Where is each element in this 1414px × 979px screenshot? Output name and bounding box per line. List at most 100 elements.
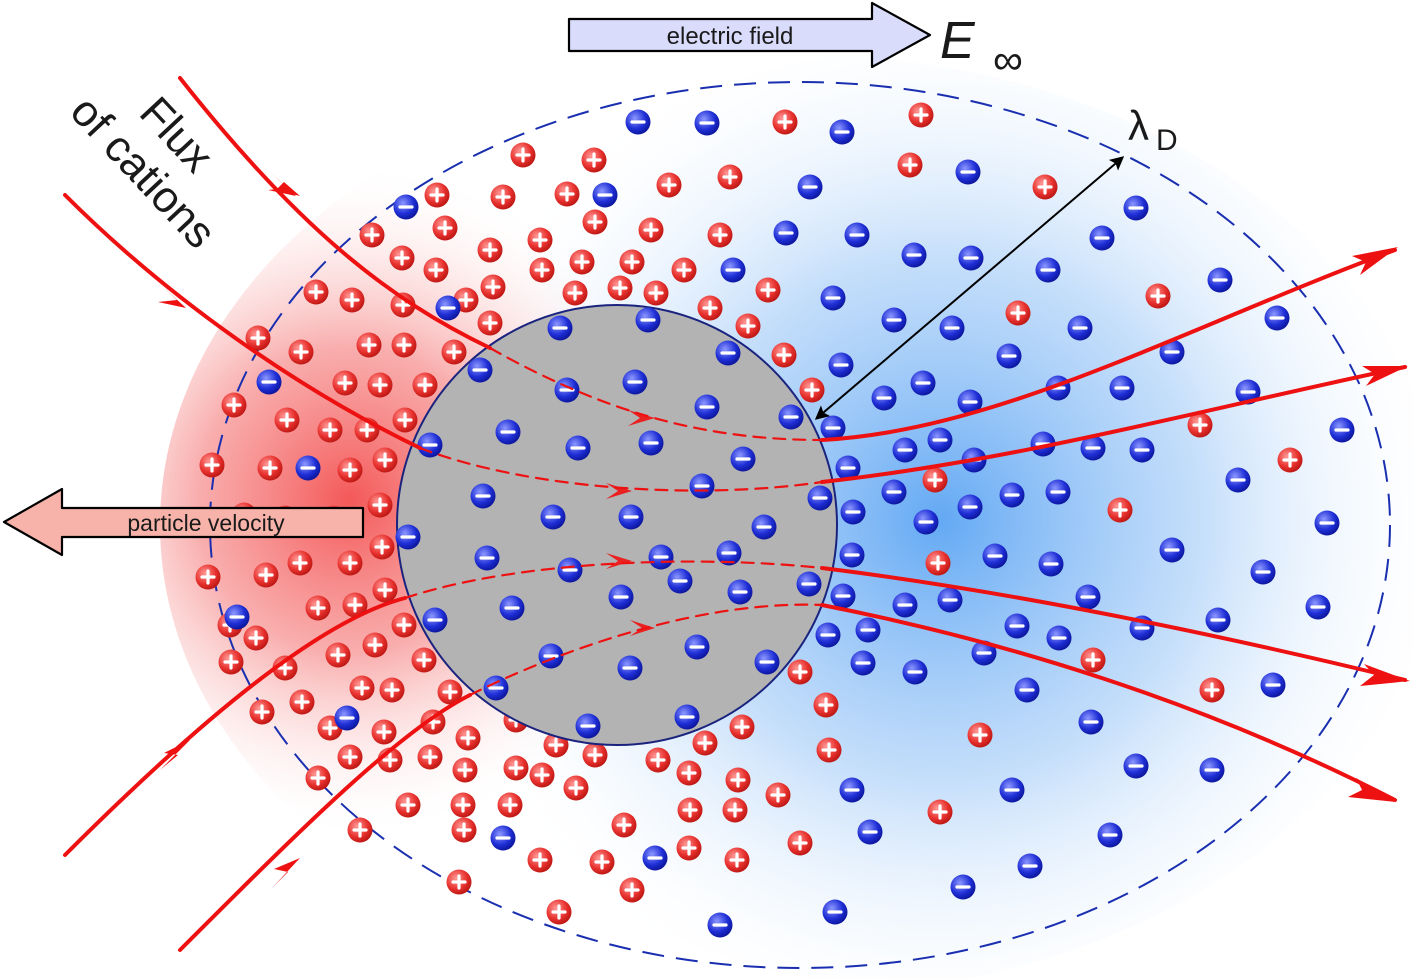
cation (569, 249, 595, 275)
cation (724, 847, 750, 873)
ion-cloud-ions (195, 102, 1355, 938)
anion (754, 649, 780, 675)
cation (477, 237, 503, 263)
cation (249, 699, 275, 725)
anion (844, 222, 870, 248)
anion (839, 542, 865, 568)
anion (999, 777, 1025, 803)
anion (1017, 853, 1043, 879)
cation (379, 677, 405, 703)
anion (892, 437, 918, 463)
anion (689, 473, 715, 499)
electric-field-arrow (567, 1, 932, 69)
anion (1045, 479, 1071, 505)
electric-field-label: electric field (667, 23, 794, 50)
anion (778, 404, 804, 430)
cation (305, 765, 331, 791)
cation (243, 625, 269, 651)
cation (218, 649, 244, 675)
anion (1264, 305, 1290, 331)
arrowhead-in-1b (268, 172, 296, 196)
anion (1250, 559, 1276, 585)
cation (317, 417, 343, 443)
cation (643, 280, 669, 306)
arrowhead-out-3 (1360, 664, 1410, 686)
cation (359, 222, 385, 248)
cation (362, 632, 388, 658)
anion (674, 704, 700, 730)
anion (822, 899, 848, 925)
anion (499, 595, 525, 621)
cation (477, 310, 503, 336)
cation (692, 730, 718, 756)
anion (773, 220, 799, 246)
cation (729, 714, 755, 740)
particle-surface-ions (395, 307, 833, 739)
arrowhead-mid-2 (606, 483, 632, 499)
cation (677, 797, 703, 823)
cation (816, 737, 842, 763)
cation (289, 689, 315, 715)
cation (755, 277, 781, 303)
anion (557, 557, 583, 583)
cation (272, 655, 298, 681)
cation (389, 245, 415, 271)
cation (337, 744, 363, 770)
cation (607, 275, 633, 301)
cation (441, 339, 467, 365)
anion (575, 713, 601, 739)
anion (716, 540, 742, 566)
cation (717, 164, 743, 190)
cation (325, 642, 351, 668)
anion (495, 419, 521, 445)
cation (772, 109, 798, 135)
anion (815, 622, 841, 648)
anion (393, 194, 419, 220)
arrowhead-in-4 (272, 858, 300, 888)
field-strength-subscript: ∞ (993, 36, 1023, 83)
anion (820, 415, 846, 441)
cation (337, 457, 363, 483)
anion (913, 509, 939, 535)
cation (424, 182, 450, 208)
anion (720, 257, 746, 283)
anion (1046, 625, 1072, 651)
cation (1187, 412, 1213, 438)
cation (245, 325, 271, 351)
cation (787, 830, 813, 856)
cation (395, 792, 421, 818)
anion (937, 587, 963, 613)
cation (1277, 447, 1303, 473)
cation (1032, 174, 1058, 200)
arrowhead-in-3 (160, 740, 190, 770)
cation (423, 257, 449, 283)
anion (939, 315, 965, 341)
cation (417, 744, 443, 770)
anion (490, 825, 516, 851)
cation (349, 675, 375, 701)
anion (642, 845, 668, 871)
anion (730, 446, 756, 472)
anion (955, 159, 981, 185)
cation (697, 295, 723, 321)
cation (908, 102, 934, 128)
cation (582, 209, 608, 235)
arrowhead-mid-3 (606, 553, 632, 569)
anion (796, 571, 822, 597)
anion (840, 499, 866, 525)
anion (707, 912, 733, 938)
cation (1005, 300, 1031, 326)
anion (467, 357, 493, 383)
cation (925, 550, 951, 576)
cation (452, 757, 478, 783)
anion (957, 494, 983, 520)
cation (391, 612, 417, 638)
anion (395, 524, 421, 550)
cation (253, 562, 279, 588)
anion (554, 377, 580, 403)
cation (455, 725, 481, 751)
anion (850, 650, 876, 676)
flux-line-4 (178, 693, 472, 952)
anion (474, 545, 500, 571)
